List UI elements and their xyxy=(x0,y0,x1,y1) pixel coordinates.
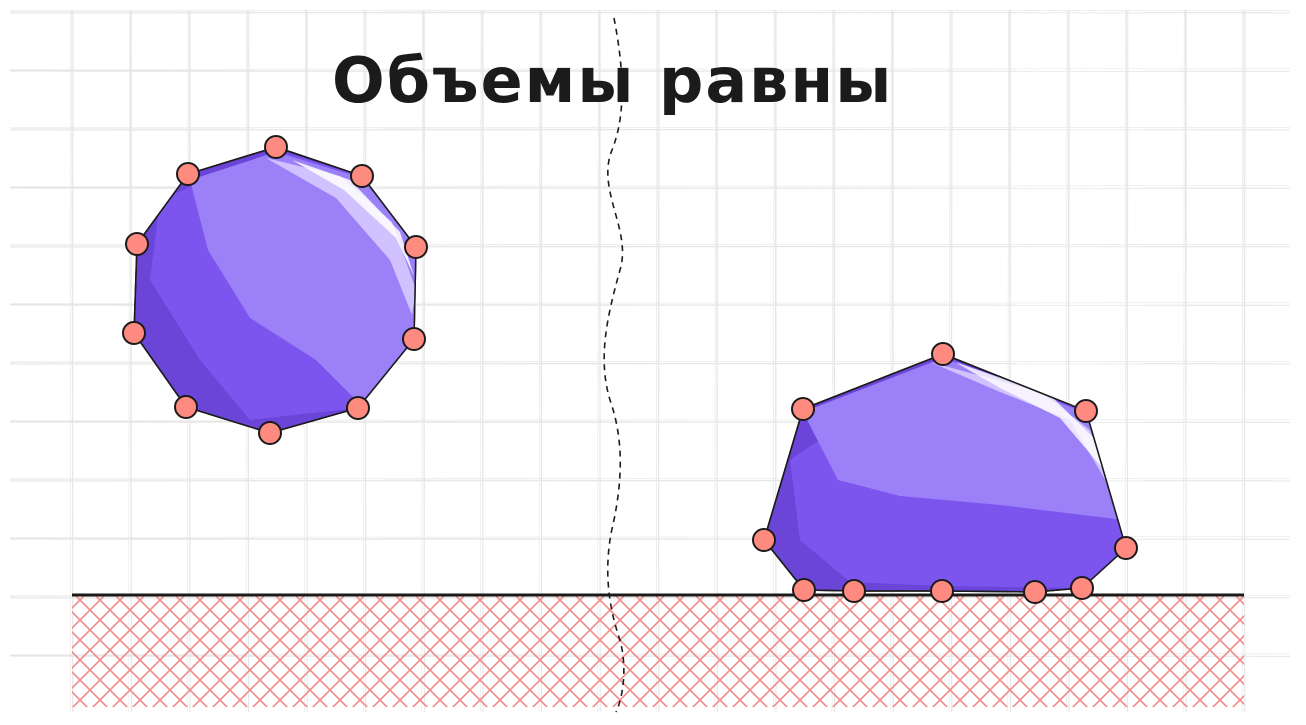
round-body-vertex-7 xyxy=(174,395,198,419)
grid-line-horizontal xyxy=(9,129,1291,131)
title: Объемы равны xyxy=(332,44,893,117)
round-body-vertex-8 xyxy=(122,321,146,345)
flattened-body xyxy=(752,342,1138,604)
flattened-body-vertex-2 xyxy=(1074,399,1098,423)
flattened-body-vertex-1 xyxy=(931,342,955,366)
flattened-body-vertex-3 xyxy=(1114,536,1138,560)
round-body-vertex-4 xyxy=(402,327,426,351)
flattened-body-vertex-7 xyxy=(842,579,866,603)
grid-line-horizontal xyxy=(9,127,1291,129)
flattened-body-vertex-4 xyxy=(1070,576,1094,600)
flattened-body-vertex-5 xyxy=(1023,580,1047,604)
flattened-body-vertex-10 xyxy=(791,397,815,421)
round-body-vertex-10 xyxy=(176,162,200,186)
flattened-body-vertex-8 xyxy=(792,578,816,602)
round-body-vertex-5 xyxy=(346,396,370,420)
round-body-vertex-6 xyxy=(258,421,282,445)
round-body-vertex-3 xyxy=(404,235,428,259)
round-body xyxy=(122,135,428,445)
grid-line-horizontal xyxy=(9,419,1291,421)
grid-line-vertical xyxy=(69,9,72,713)
grid-line-horizontal xyxy=(9,10,1291,12)
round-body-vertex-1 xyxy=(264,135,288,159)
grid-line-vertical xyxy=(1244,9,1246,713)
flattened-body-vertex-9 xyxy=(752,528,776,552)
grid-line-horizontal xyxy=(9,70,1291,72)
divider-line xyxy=(603,17,625,713)
ground-hatch xyxy=(72,595,1244,707)
grid-line-horizontal xyxy=(9,68,1291,70)
flattened-body-vertex-6 xyxy=(930,579,954,603)
round-body-vertex-2 xyxy=(350,164,374,188)
grid-line-horizontal xyxy=(9,12,1291,14)
round-body-vertex-9 xyxy=(125,232,149,256)
